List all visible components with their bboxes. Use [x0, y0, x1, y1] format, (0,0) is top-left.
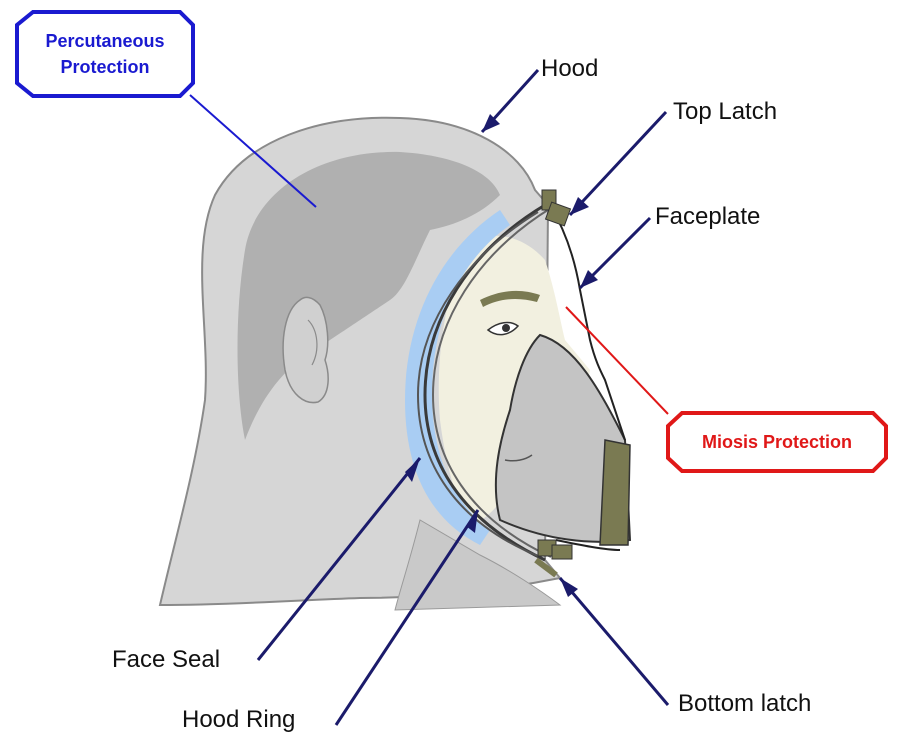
- miosis-protection-callout: Miosis Protection: [668, 413, 886, 471]
- leader-bottom-latch: [560, 578, 668, 705]
- label-face-seal: Face Seal: [112, 648, 220, 672]
- percutaneous-protection-callout: Percutaneous Protection: [17, 12, 193, 96]
- label-hood: Hood: [541, 57, 598, 81]
- percutaneous-line2: Protection: [45, 54, 164, 80]
- mask-valve: [600, 440, 630, 545]
- leader-top-latch: [570, 112, 666, 215]
- label-hood-ring: Hood Ring: [182, 708, 295, 732]
- label-bottom-latch: Bottom latch: [678, 692, 811, 716]
- percutaneous-line1: Percutaneous: [45, 28, 164, 54]
- label-faceplate: Faceplate: [655, 205, 760, 229]
- label-top-latch: Top Latch: [673, 100, 777, 124]
- miosis-protection-label: Miosis Protection: [702, 429, 852, 455]
